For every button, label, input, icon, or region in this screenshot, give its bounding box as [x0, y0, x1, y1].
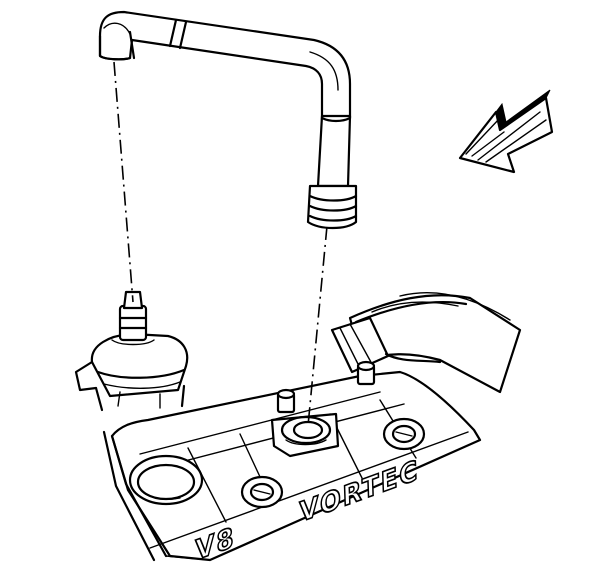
intake-manifold-fitting	[74, 290, 189, 412]
pcv-hose	[98, 10, 358, 230]
valve-rocker-cover: VORTEC V8	[102, 360, 482, 568]
alignment-lines	[113, 61, 328, 427]
intake-air-duct	[330, 292, 522, 394]
front-direction-arrow-icon	[458, 89, 554, 174]
